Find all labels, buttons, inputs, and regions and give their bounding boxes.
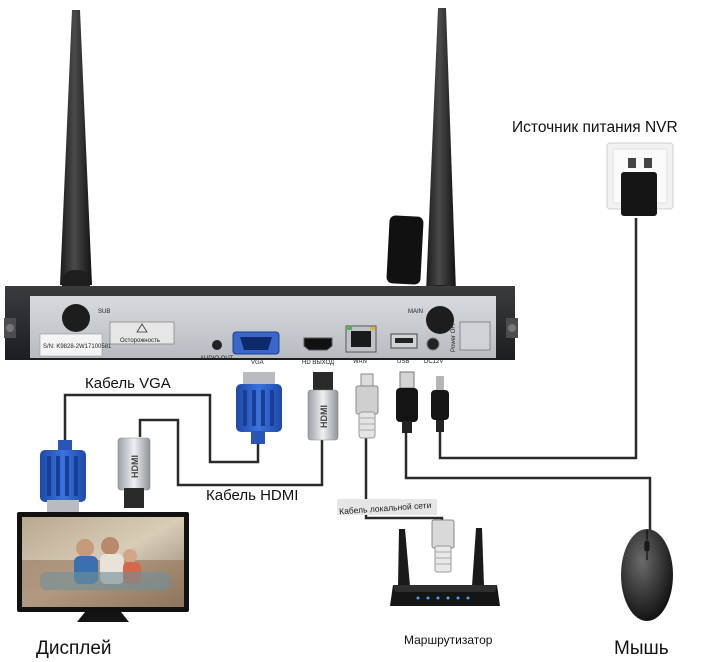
display-monitor	[17, 512, 189, 622]
warning-sticker	[109, 321, 175, 345]
mouse-label: Мышь	[614, 638, 669, 659]
power-outlet	[606, 142, 674, 216]
hdmi-plug-text: HDMI	[319, 405, 329, 428]
mouse	[621, 529, 673, 621]
display-hdmi-plug-text: HDMI	[130, 455, 140, 478]
hdmi-plug: HDMI	[307, 372, 339, 441]
serial-number: S/N: K9828-2W17100581	[43, 344, 112, 350]
power-switch-label: Power OFF	[451, 321, 457, 352]
power-cable-line	[438, 218, 638, 460]
power-switch	[459, 321, 491, 351]
vga-port-label: VGA	[251, 360, 264, 366]
audio-out-port	[212, 340, 222, 350]
hdmi-cable-label: Кабель HDMI	[206, 487, 298, 504]
display-vga-plug	[40, 440, 86, 514]
hd-out-port-label: HD ВЫХОД	[302, 360, 334, 366]
warning-sticker-text: Осторожность	[120, 338, 160, 344]
dc-port	[426, 337, 440, 351]
usb-cable-line	[404, 430, 652, 532]
vga-cable-line	[63, 393, 260, 464]
sub-port-label: SUB	[98, 309, 110, 315]
nvr-recorder: SUB MAIN Осторожность S/N: K9828-2W17100…	[4, 286, 518, 366]
power-adapter	[621, 172, 657, 216]
usb-port-label: USB	[397, 359, 409, 365]
antenna-left	[60, 10, 92, 330]
wan-port-label: WAN	[353, 359, 367, 365]
usb-plug	[396, 371, 418, 433]
dc-plug	[431, 376, 449, 432]
display-hdmi-plug: HDMI	[117, 437, 151, 508]
serial-sticker	[39, 333, 103, 357]
hdmi-port	[303, 337, 333, 351]
lan-cable-line	[364, 436, 444, 530]
wifi-dongle	[386, 215, 424, 285]
power-source-label: Источник питания NVR	[512, 119, 678, 136]
main-port-label: MAIN	[408, 309, 423, 315]
lan-plug	[355, 373, 379, 439]
hdmi-cable-line	[138, 418, 324, 487]
cables	[63, 218, 652, 532]
display-label: Дисплей	[36, 638, 112, 659]
audio-out-label: AUDIO OUT	[200, 356, 234, 362]
lan-cable-label-box	[337, 499, 437, 515]
router-label: Маршрутизатор	[404, 633, 493, 647]
vga-cable-label: Кабель VGA	[85, 375, 171, 392]
router	[390, 519, 500, 606]
dc-port-label: DC12V	[424, 359, 443, 365]
vga-plug	[236, 372, 282, 444]
